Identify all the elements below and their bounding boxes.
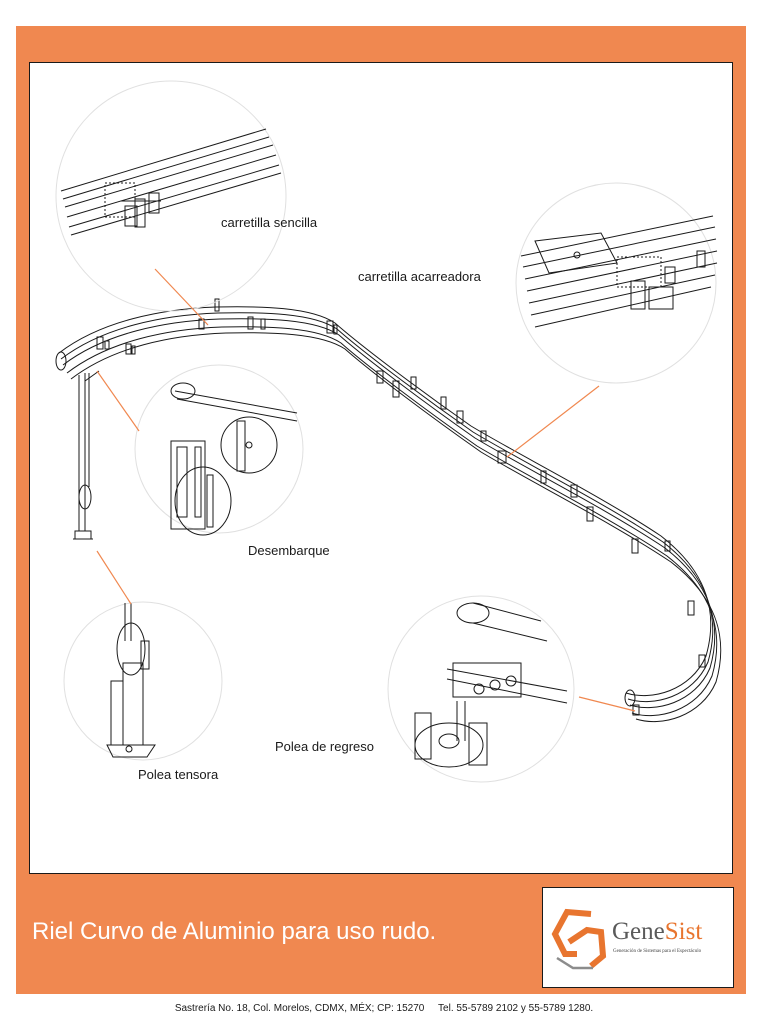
leader-lead-carriage [506, 385, 600, 458]
logo-wordmark-gene: Gene [612, 918, 665, 945]
logo-wordmark: GeneSist [612, 918, 702, 946]
tension-pulley-column [73, 370, 100, 540]
logo-tagline: Generación de Sistemas para el Espectácu… [613, 949, 702, 954]
release-detail [170, 382, 298, 536]
curved-rail [55, 306, 722, 723]
label-return-pulley: Polea de regreso [275, 739, 375, 754]
single-carriage-detail [60, 128, 282, 236]
leader-tension-pulley [96, 550, 132, 605]
leader-lines [96, 268, 636, 712]
drawing-panel: carretilla sencilla carretilla acarreado… [29, 62, 733, 874]
detail-circle-tension-pulley [63, 601, 223, 761]
rail-carriages [96, 298, 706, 716]
leader-single-carriage [154, 268, 209, 326]
detail-circle-lead-carriage [515, 182, 717, 384]
leader-release [96, 370, 140, 432]
return-pulley-detail [414, 602, 568, 768]
label-single-carriage: carretilla sencilla [221, 215, 318, 230]
document-title: Riel Curvo de Aluminio para uso rudo. [32, 918, 437, 945]
leader-return-pulley [578, 696, 636, 712]
genesist-hexagon-icon [551, 908, 607, 970]
detail-circle-single-carriage [55, 80, 287, 312]
label-lead-carriage: carretilla acarreadora [358, 269, 481, 284]
lead-carriage-detail [520, 215, 718, 328]
detail-circle-return-pulley [387, 595, 575, 783]
rail-technical-drawing [55, 80, 722, 783]
detail-circle-release [134, 364, 304, 534]
footer-contact: Sastrería No. 18, Col. Morelos, CDMX, MÉ… [174, 1003, 594, 1014]
label-tension-pulley: Polea tensora [138, 767, 219, 782]
tension-pulley-detail [106, 603, 156, 758]
label-release: Desembarque [248, 543, 330, 558]
logo-wordmark-sist: Sist [664, 918, 703, 945]
genesist-logo: GeneSist Generación de Sistemas para el … [542, 887, 734, 988]
